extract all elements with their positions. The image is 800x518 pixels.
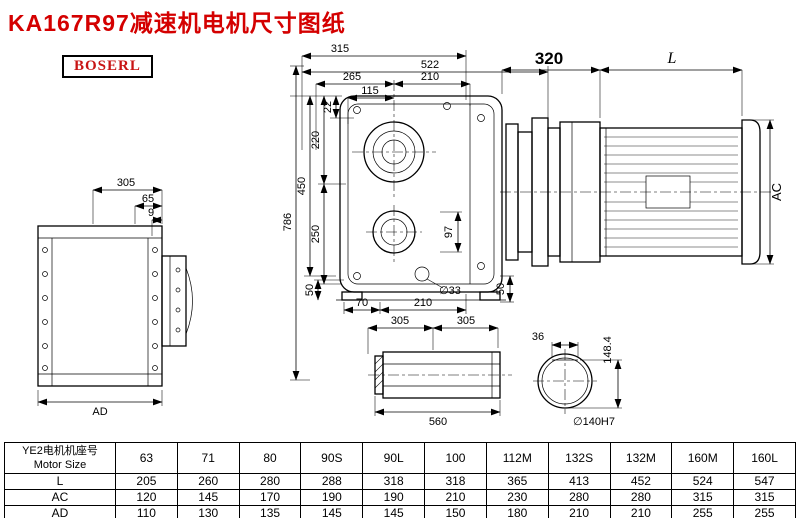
table-cell: 110 xyxy=(115,505,178,518)
table-cell: 315 xyxy=(671,489,735,506)
dim-36: 36 xyxy=(532,331,544,343)
dim-522: 522 xyxy=(421,59,439,71)
dim-22: 22 xyxy=(322,101,334,113)
dim-115: 115 xyxy=(361,85,379,97)
table-cell: 190 xyxy=(300,489,364,506)
size-col-90L: 90L xyxy=(362,442,426,474)
table-cell: 365 xyxy=(485,473,549,490)
table-cell: 145 xyxy=(362,505,426,518)
table-cell: 318 xyxy=(362,473,426,490)
size-col-132M: 132M xyxy=(609,442,673,474)
table-row-L: L 205 260 280 288 318 318 365 413 452 52… xyxy=(4,473,796,490)
table-cell: 260 xyxy=(176,473,240,490)
motor-size-header-cn: YE2电机机座号 xyxy=(22,445,98,457)
table-cell: 150 xyxy=(424,505,487,518)
dimension-drawing: 305 65 9 AD xyxy=(37,43,784,428)
row-label-AC: AC xyxy=(4,489,116,506)
dim-786: 786 xyxy=(282,213,294,231)
dim-305-b: 305 xyxy=(457,315,475,327)
size-col-90S: 90S xyxy=(300,442,364,474)
motor-size-header: YE2电机机座号 Motor Size xyxy=(4,442,116,474)
dim-AC: AC xyxy=(769,183,784,201)
dim-305-a: 305 xyxy=(391,315,409,327)
table-cell: 210 xyxy=(424,489,487,506)
dim-9: 9 xyxy=(148,207,154,219)
table-cell: 524 xyxy=(671,473,735,490)
table-cell: 210 xyxy=(547,505,611,518)
motor-assembly-view: 320 L AC xyxy=(500,49,784,267)
table-cell: 135 xyxy=(238,505,302,518)
table-cell: 230 xyxy=(485,489,549,506)
size-col-80: 80 xyxy=(238,442,302,474)
gearbox-front-view: 315 522 265 210 115 22 220 250 450 786 xyxy=(282,43,549,381)
dim-148-4: 148.4 xyxy=(602,336,614,364)
table-cell: 255 xyxy=(733,505,796,518)
motor-size-table: YE2电机机座号 Motor Size 63 71 80 90S 90L 100… xyxy=(4,442,796,518)
table-cell: 280 xyxy=(547,489,611,506)
size-col-160L: 160L xyxy=(733,442,796,474)
row-label-AD: AD xyxy=(4,505,116,518)
table-cell: 180 xyxy=(485,505,549,518)
row-label-L: L xyxy=(4,473,116,490)
size-col-63: 63 xyxy=(115,442,178,474)
size-col-160M: 160M xyxy=(671,442,735,474)
table-cell: 145 xyxy=(300,505,364,518)
table-row-AC: AC 120 145 170 190 190 210 230 280 280 3… xyxy=(4,489,796,506)
table-cell: 210 xyxy=(609,505,673,518)
dim-315: 315 xyxy=(331,43,349,55)
table-cell: 255 xyxy=(671,505,735,518)
table-cell: 547 xyxy=(733,473,796,490)
page-title: KA167R97减速机电机尺寸图纸 xyxy=(8,10,346,36)
table-cell: 318 xyxy=(424,473,487,490)
dim-220: 220 xyxy=(310,131,322,149)
motor-size-header-en: Motor Size xyxy=(33,459,87,471)
dim-65: 65 xyxy=(142,193,154,205)
dim-320: 320 xyxy=(535,49,563,68)
table-cell: 205 xyxy=(115,473,178,490)
table-cell: 315 xyxy=(733,489,796,506)
dim-dia140H7: ∅140H7 xyxy=(573,416,615,428)
output-shaft-view: 305 305 560 xyxy=(367,315,512,428)
dim-70: 70 xyxy=(356,297,368,309)
table-cell: 452 xyxy=(609,473,673,490)
table-cell: 145 xyxy=(176,489,240,506)
dim-AD: AD xyxy=(92,406,107,418)
table-cell: 413 xyxy=(547,473,611,490)
table-cell: 288 xyxy=(300,473,364,490)
table-header-row: YE2电机机座号 Motor Size 63 71 80 90S 90L 100… xyxy=(4,442,796,474)
size-col-112M: 112M xyxy=(485,442,549,474)
dim-210-top: 210 xyxy=(421,71,439,83)
dim-450: 450 xyxy=(296,177,308,195)
table-row-AD: AD 110 130 135 145 145 150 180 210 210 2… xyxy=(4,505,796,518)
dim-250: 250 xyxy=(310,225,322,243)
dim-305-side: 305 xyxy=(117,177,135,189)
size-col-100: 100 xyxy=(424,442,487,474)
dim-265: 265 xyxy=(343,71,361,83)
shaft-section-view: 36 148.4 ∅140H7 xyxy=(532,331,622,428)
table-cell: 130 xyxy=(176,505,240,518)
table-cell: 280 xyxy=(238,473,302,490)
table-cell: 190 xyxy=(362,489,426,506)
table-cell: 280 xyxy=(609,489,673,506)
dim-50-right: 50 xyxy=(495,283,507,295)
dim-560: 560 xyxy=(429,416,447,428)
size-col-71: 71 xyxy=(176,442,240,474)
dim-50-left: 50 xyxy=(304,284,316,296)
size-col-132S: 132S xyxy=(547,442,611,474)
table-cell: 120 xyxy=(115,489,178,506)
dim-97: 97 xyxy=(443,226,455,238)
table-cell: 170 xyxy=(238,489,302,506)
brand-logo: BOSERL xyxy=(62,55,153,78)
dim-210-bottom: 210 xyxy=(414,297,432,309)
dim-L: L xyxy=(667,50,677,67)
gearbox-side-view: 305 65 9 AD xyxy=(37,177,193,418)
dim-dia33: ∅33 xyxy=(439,285,461,297)
